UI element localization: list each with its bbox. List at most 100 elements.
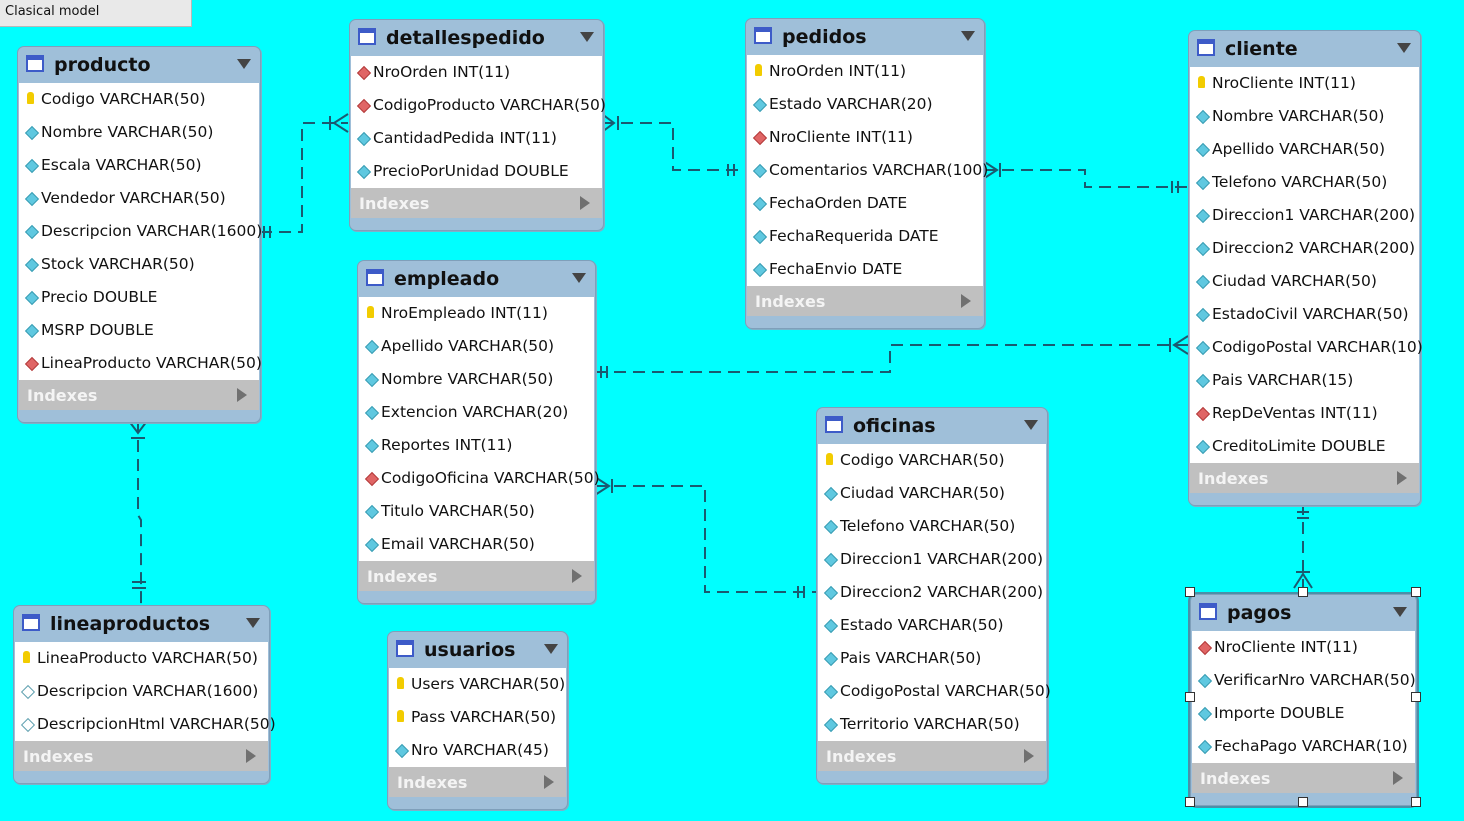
column-row[interactable]: Reportes INT(11): [359, 429, 594, 462]
column-row[interactable]: Vendedor VARCHAR(50): [19, 182, 259, 215]
column-row[interactable]: NroCliente INT(11): [747, 121, 983, 154]
column-row[interactable]: LineaProducto VARCHAR(50): [19, 347, 262, 380]
column-row[interactable]: Pais VARCHAR(15): [1190, 364, 1419, 397]
collapse-arrow-icon[interactable]: [961, 31, 975, 41]
table-lineaproductos[interactable]: lineaproductos LineaProducto VARCHAR(50)…: [13, 605, 276, 784]
column-row[interactable]: Direccion1 VARCHAR(200): [1190, 199, 1419, 232]
column-row[interactable]: Territorio VARCHAR(50): [818, 708, 1046, 741]
expand-arrow-icon[interactable]: [961, 294, 971, 308]
column-row[interactable]: Estado VARCHAR(20): [747, 88, 983, 121]
expand-arrow-icon[interactable]: [580, 196, 590, 210]
table-detallespedido[interactable]: detallespedido NroOrden INT(11)CodigoPro…: [349, 19, 606, 231]
column-row[interactable]: CreditoLimite DOUBLE: [1190, 430, 1419, 463]
column-row[interactable]: Extencion VARCHAR(20): [359, 396, 594, 429]
table-header[interactable]: cliente: [1189, 31, 1420, 67]
column-row[interactable]: Direccion2 VARCHAR(200): [818, 576, 1046, 609]
column-row[interactable]: CodigoProducto VARCHAR(50): [351, 89, 606, 122]
column-row[interactable]: NroOrden INT(11): [747, 55, 983, 88]
column-row[interactable]: VerificarNro VARCHAR(50): [1192, 664, 1416, 697]
column-row[interactable]: Apellido VARCHAR(50): [1190, 133, 1419, 166]
indexes-section[interactable]: Indexes: [15, 741, 268, 771]
column-row[interactable]: Comentarios VARCHAR(100): [747, 154, 988, 187]
indexes-section[interactable]: Indexes: [389, 767, 566, 797]
column-row[interactable]: Direccion1 VARCHAR(200): [818, 543, 1046, 576]
table-empleado[interactable]: empleado NroEmpleado INT(11)Apellido VAR…: [357, 260, 600, 604]
column-row[interactable]: NroCliente INT(11): [1190, 67, 1419, 100]
indexes-section[interactable]: Indexes: [19, 380, 259, 410]
resize-handle[interactable]: [1298, 587, 1308, 597]
column-row[interactable]: Direccion2 VARCHAR(200): [1190, 232, 1419, 265]
table-header[interactable]: pedidos: [746, 19, 984, 55]
table-header[interactable]: oficinas: [817, 408, 1047, 444]
column-row[interactable]: FechaPago VARCHAR(10): [1192, 730, 1415, 763]
column-row[interactable]: NroCliente INT(11): [1192, 631, 1415, 664]
column-row[interactable]: Telefono VARCHAR(50): [818, 510, 1046, 543]
indexes-section[interactable]: Indexes: [1192, 763, 1415, 793]
table-header[interactable]: usuarios: [388, 632, 567, 668]
column-row[interactable]: Ciudad VARCHAR(50): [818, 477, 1046, 510]
expand-arrow-icon[interactable]: [544, 775, 554, 789]
model-tab[interactable]: Clasical model: [0, 0, 192, 27]
column-row[interactable]: Nombre VARCHAR(50): [1190, 100, 1419, 133]
column-row[interactable]: Importe DOUBLE: [1192, 697, 1415, 730]
column-row[interactable]: Codigo VARCHAR(50): [818, 444, 1046, 477]
column-row[interactable]: Escala VARCHAR(50): [19, 149, 259, 182]
expand-arrow-icon[interactable]: [1024, 749, 1034, 763]
column-row[interactable]: Apellido VARCHAR(50): [359, 330, 594, 363]
collapse-arrow-icon[interactable]: [246, 618, 260, 628]
indexes-section[interactable]: Indexes: [818, 741, 1046, 771]
expand-arrow-icon[interactable]: [237, 388, 247, 402]
expand-arrow-icon[interactable]: [1393, 771, 1403, 785]
column-row[interactable]: Descripcion VARCHAR(1600): [19, 215, 262, 248]
resize-handle[interactable]: [1411, 797, 1421, 807]
column-row[interactable]: Estado VARCHAR(50): [818, 609, 1046, 642]
table-header[interactable]: detallespedido: [350, 20, 603, 56]
column-row[interactable]: Descripcion VARCHAR(1600): [15, 675, 268, 708]
table-cliente[interactable]: cliente NroCliente INT(11)Nombre VARCHAR…: [1188, 30, 1423, 506]
table-producto[interactable]: producto Codigo VARCHAR(50)Nombre VARCHA…: [17, 46, 262, 423]
column-row[interactable]: CodigoOficina VARCHAR(50): [359, 462, 600, 495]
column-row[interactable]: Stock VARCHAR(50): [19, 248, 259, 281]
column-row[interactable]: FechaEnvio DATE: [747, 253, 983, 286]
collapse-arrow-icon[interactable]: [580, 32, 594, 42]
column-row[interactable]: Nombre VARCHAR(50): [359, 363, 594, 396]
table-header[interactable]: empleado: [358, 261, 595, 297]
resize-handle[interactable]: [1411, 692, 1421, 702]
table-header[interactable]: pagos: [1191, 595, 1416, 631]
resize-handle[interactable]: [1185, 587, 1195, 597]
column-row[interactable]: Ciudad VARCHAR(50): [1190, 265, 1419, 298]
column-row[interactable]: EstadoCivil VARCHAR(50): [1190, 298, 1419, 331]
collapse-arrow-icon[interactable]: [1024, 420, 1038, 430]
column-row[interactable]: Titulo VARCHAR(50): [359, 495, 594, 528]
column-row[interactable]: Codigo VARCHAR(50): [19, 83, 259, 116]
table-pagos[interactable]: pagos NroCliente INT(11)VerificarNro VAR…: [1188, 592, 1419, 808]
indexes-section[interactable]: Indexes: [1190, 463, 1419, 493]
collapse-arrow-icon[interactable]: [544, 644, 558, 654]
column-row[interactable]: Nombre VARCHAR(50): [19, 116, 259, 149]
column-row[interactable]: NroOrden INT(11): [351, 56, 602, 89]
column-row[interactable]: Telefono VARCHAR(50): [1190, 166, 1419, 199]
collapse-arrow-icon[interactable]: [1397, 43, 1411, 53]
column-row[interactable]: Users VARCHAR(50): [389, 668, 566, 701]
expand-arrow-icon[interactable]: [1397, 471, 1407, 485]
column-row[interactable]: CodigoPostal VARCHAR(10): [1190, 331, 1423, 364]
table-header[interactable]: lineaproductos: [14, 606, 269, 642]
expand-arrow-icon[interactable]: [246, 749, 256, 763]
table-pedidos[interactable]: pedidos NroOrden INT(11)Estado VARCHAR(2…: [745, 18, 988, 329]
table-oficinas[interactable]: oficinas Codigo VARCHAR(50)Ciudad VARCHA…: [816, 407, 1051, 784]
indexes-section[interactable]: Indexes: [747, 286, 983, 316]
resize-handle[interactable]: [1185, 692, 1195, 702]
collapse-arrow-icon[interactable]: [1393, 607, 1407, 617]
indexes-section[interactable]: Indexes: [359, 561, 594, 591]
collapse-arrow-icon[interactable]: [237, 59, 251, 69]
column-row[interactable]: Email VARCHAR(50): [359, 528, 594, 561]
column-row[interactable]: FechaOrden DATE: [747, 187, 983, 220]
table-header[interactable]: producto: [18, 47, 260, 83]
column-row[interactable]: Precio DOUBLE: [19, 281, 259, 314]
column-row[interactable]: DescripcionHtml VARCHAR(50): [15, 708, 276, 741]
column-row[interactable]: FechaRequerida DATE: [747, 220, 983, 253]
resize-handle[interactable]: [1185, 797, 1195, 807]
column-row[interactable]: Pais VARCHAR(50): [818, 642, 1046, 675]
column-row[interactable]: PrecioPorUnidad DOUBLE: [351, 155, 602, 188]
column-row[interactable]: Pass VARCHAR(50): [389, 701, 566, 734]
